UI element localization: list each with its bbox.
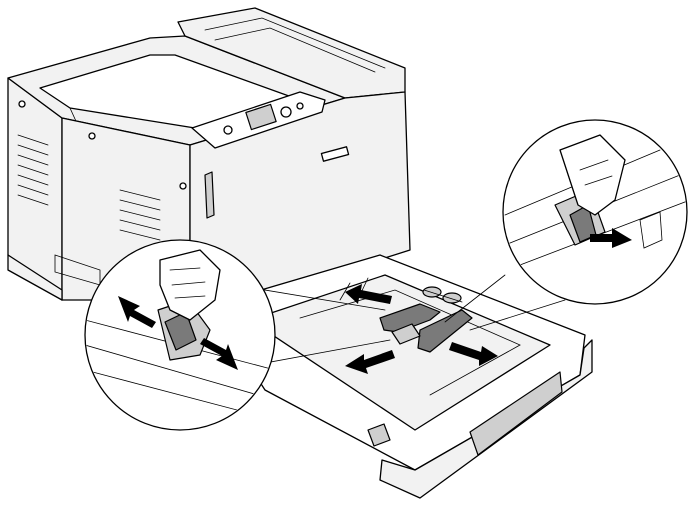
paper-width-guide (417, 309, 473, 353)
rear-unit-slot-2 (214, 27, 376, 73)
paper-cassette (209, 254, 593, 499)
hand-fingers (159, 249, 221, 321)
paper-length-guide (379, 303, 441, 333)
cassette-floor (249, 274, 551, 431)
press-lever-arrow (590, 228, 632, 248)
guide-tab-grip (164, 311, 197, 351)
right-detail-callout (444, 119, 688, 331)
control-button (296, 102, 304, 110)
callout-leader (469, 299, 566, 331)
finger-lines (579, 159, 613, 186)
screw (88, 132, 96, 140)
cassette-arrows (345, 284, 498, 374)
feed-rollers (422, 286, 463, 304)
cassette-handle (469, 371, 563, 456)
screw (18, 100, 26, 108)
printer-base (7, 254, 63, 301)
left-detail-callout (84, 239, 391, 431)
hand-finger-closeup (559, 134, 626, 216)
front-door-latch (204, 171, 215, 219)
tray-slot (639, 211, 663, 249)
callout-leader (444, 274, 506, 323)
cassette-front (379, 339, 593, 499)
slide-guide-right-arrow (449, 342, 498, 366)
slide-guide-back-arrow (345, 284, 392, 304)
left-vents (17, 134, 161, 241)
screw (179, 182, 187, 190)
slide-guide-left-arrow (345, 350, 395, 374)
guide-clip (391, 323, 421, 345)
cassette-corner-stop (367, 423, 391, 447)
power-button (223, 125, 233, 135)
squeeze-arrow-right (200, 338, 238, 370)
logo-plate (320, 146, 350, 162)
squeeze-arrow-left (118, 296, 156, 328)
control-dial (280, 106, 292, 118)
rear-unit-slot (204, 17, 386, 69)
finger-lines (169, 267, 206, 299)
lcd-panel (245, 103, 277, 131)
